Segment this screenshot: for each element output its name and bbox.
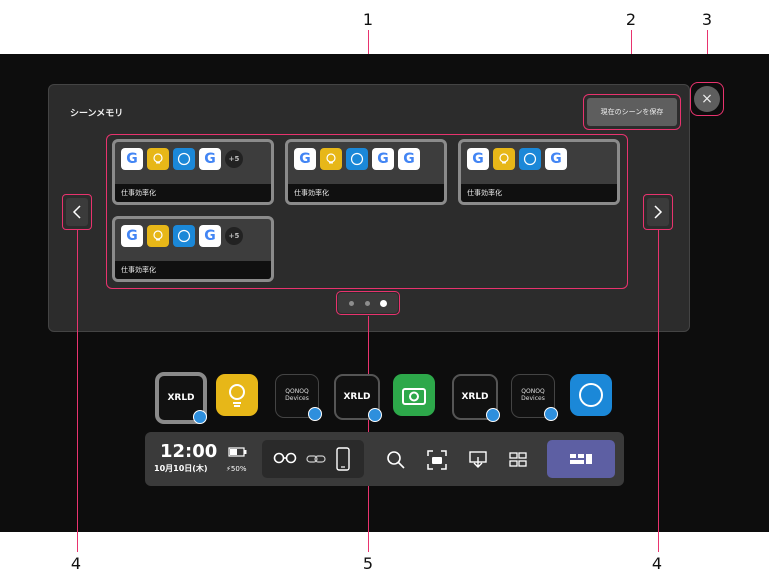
highlight-next <box>643 194 673 230</box>
dock-app-qonoq[interactable]: QONOQ Devices <box>275 374 322 421</box>
dock-app-camera[interactable] <box>393 374 435 416</box>
dock-app-label: QONOQ Devices <box>521 388 545 402</box>
dock-app-xrld-selected[interactable]: XRLD <box>155 372 207 424</box>
highlight-prev <box>62 194 92 230</box>
callout-1: 1 <box>362 10 374 29</box>
globe-icon <box>346 148 368 170</box>
scene-card-1[interactable]: G G +5 仕事効率化 <box>112 139 274 205</box>
google-icon: G <box>294 148 316 170</box>
camera-icon <box>402 388 426 405</box>
more-apps-icon: +5 <box>225 150 243 168</box>
globe-icon <box>519 148 541 170</box>
google-icon: G <box>121 225 143 247</box>
prev-page-button[interactable] <box>66 198 88 226</box>
callout-4-right: 4 <box>651 554 663 573</box>
bulb-icon <box>493 148 515 170</box>
close-icon[interactable]: × <box>694 86 720 112</box>
globe-icon <box>173 225 195 247</box>
dock-app-globe[interactable] <box>570 374 612 416</box>
screenshot-icon[interactable] <box>426 449 448 471</box>
link-icon[interactable] <box>306 454 326 464</box>
taskbar <box>145 432 624 486</box>
globe-icon <box>173 148 195 170</box>
google-icon: G <box>121 148 143 170</box>
save-current-scene-button[interactable]: 現在のシーンを保存 <box>587 98 677 126</box>
more-apps-icon: +5 <box>225 227 243 245</box>
google-icon: G <box>199 148 221 170</box>
chevron-right-icon <box>654 205 663 219</box>
battery-icon <box>228 447 247 457</box>
callout-5: 5 <box>362 554 374 573</box>
highlight-pager <box>336 291 400 315</box>
dock-app-label: XRLD <box>343 392 371 402</box>
leader-4-right <box>658 230 659 552</box>
globe-badge-icon <box>544 407 558 421</box>
scene-card-4[interactable]: G G +5 仕事効率化 <box>112 216 274 282</box>
bulb-icon <box>147 148 169 170</box>
scene-card-3[interactable]: G G 仕事効率化 <box>458 139 620 205</box>
page-indicator[interactable] <box>338 293 398 313</box>
phone-icon[interactable] <box>336 447 350 471</box>
dock-app-qonoq[interactable]: QONOQ Devices <box>511 374 558 421</box>
highlight-scene-cards <box>106 134 628 289</box>
callout-2: 2 <box>625 10 637 29</box>
google-icon: G <box>398 148 420 170</box>
leader-4-left <box>77 230 78 552</box>
chevron-left-icon <box>72 205 81 219</box>
dock-app-label: XRLD <box>167 393 195 403</box>
dock-app-xrld[interactable]: XRLD <box>334 374 382 422</box>
search-icon[interactable] <box>386 450 406 470</box>
globe-badge-icon <box>368 408 382 422</box>
bulb-icon <box>229 384 245 407</box>
download-icon[interactable] <box>468 450 488 470</box>
page-dot[interactable] <box>348 300 354 306</box>
google-icon: G <box>545 148 567 170</box>
globe-badge-icon <box>193 410 207 424</box>
clock-time: 12:00 <box>160 441 218 462</box>
globe-icon <box>579 383 603 407</box>
dock-app-xrld[interactable]: XRLD <box>452 374 500 422</box>
scene-card-2[interactable]: G G G 仕事効率化 <box>285 139 447 205</box>
scene-card-label: 仕事効率化 <box>115 261 271 279</box>
scene-card-label: 仕事効率化 <box>288 184 444 202</box>
scene-card-label: 仕事効率化 <box>461 184 617 202</box>
connection-group <box>262 440 364 478</box>
dock-app-bulb[interactable] <box>216 374 258 416</box>
battery-level: ⚡50% <box>226 465 247 473</box>
grid-icon[interactable] <box>508 450 528 470</box>
dock-app-label: QONOQ Devices <box>285 388 309 402</box>
scene-memory-tab[interactable] <box>547 440 615 478</box>
panel-title: シーンメモリ <box>70 109 124 119</box>
google-icon: G <box>467 148 489 170</box>
glasses-icon[interactable] <box>272 452 298 464</box>
next-page-button[interactable] <box>647 198 669 226</box>
dock-app-label: XRLD <box>461 392 489 402</box>
callout-4-left: 4 <box>70 554 82 573</box>
scene-memory-icon <box>570 454 592 464</box>
page-dot[interactable] <box>364 300 370 306</box>
battery-percent: 50% <box>230 465 247 473</box>
scene-card-label: 仕事効率化 <box>115 184 271 202</box>
clock-date: 10月10日(木) <box>154 464 208 473</box>
bulb-icon <box>320 148 342 170</box>
callout-3: 3 <box>701 10 713 29</box>
page-dot-active[interactable] <box>380 299 388 307</box>
globe-badge-icon <box>308 407 322 421</box>
highlight-close <box>690 82 724 116</box>
google-icon: G <box>199 225 221 247</box>
bulb-icon <box>147 225 169 247</box>
highlight-save <box>583 94 681 130</box>
google-icon: G <box>372 148 394 170</box>
globe-badge-icon <box>486 408 500 422</box>
